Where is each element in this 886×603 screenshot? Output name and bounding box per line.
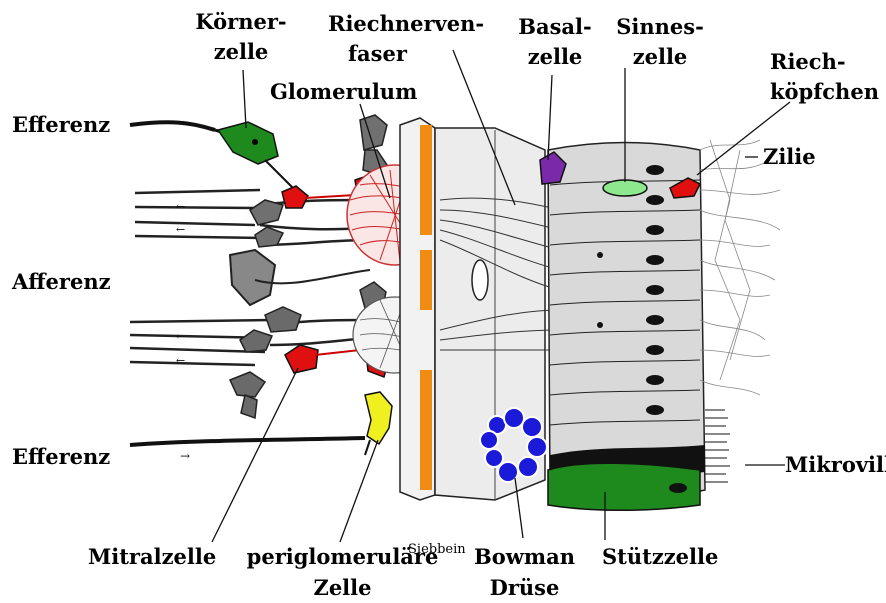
bulb-region: → xyxy=(130,115,392,463)
zilien xyxy=(700,140,780,395)
epithelium xyxy=(540,143,705,511)
svg-text:←: ← xyxy=(176,330,185,343)
label-zilie: Zilie xyxy=(763,145,816,169)
svg-text:←: ← xyxy=(176,223,185,236)
label-mitralzelle: Mitralzelle xyxy=(88,545,216,569)
label-sinneszelle-1: Sinnes- xyxy=(610,15,710,39)
mikrovilli xyxy=(705,410,730,482)
label-koernerzelle-1: Körner- xyxy=(186,10,296,34)
label-afferenz: Afferenz xyxy=(12,270,111,294)
label-basalzelle-1: Basal- xyxy=(510,15,600,39)
svg-text:←: ← xyxy=(176,200,185,213)
label-koernerzelle-2: zelle xyxy=(186,40,296,64)
label-sinneszelle-2: zelle xyxy=(610,45,710,69)
svg-text:→: → xyxy=(180,449,190,463)
svg-text:←: ← xyxy=(176,354,185,367)
label-riechkoepfchen-1: Riech- xyxy=(770,50,846,74)
label-bowman-2: Drüse xyxy=(462,576,587,600)
svg-text:→: → xyxy=(176,116,186,130)
label-glomerulum: Glomerulum xyxy=(270,80,417,104)
central-gray-cell xyxy=(230,250,275,305)
label-riechnervenfaser-2: faser xyxy=(348,42,407,66)
axon-bundle-upper xyxy=(135,190,370,245)
label-riechnervenfaser-1: Riechnerven- xyxy=(328,12,484,36)
label-riechkoepfchen-2: köpfchen xyxy=(770,80,879,104)
mitralzelle-cell xyxy=(285,345,318,373)
mitral-cell-upper xyxy=(282,186,308,208)
sinneszelle-cell xyxy=(603,180,647,196)
label-basalzelle-2: zelle xyxy=(510,45,600,69)
label-stuetzzelle: Stützzelle xyxy=(602,545,718,569)
label-periglomerulaere-1: periglomeruläre xyxy=(240,545,445,569)
label-periglomerulaere-2: Zelle xyxy=(240,576,445,600)
siebbein-plate xyxy=(400,118,545,500)
efferent-fiber-top xyxy=(130,122,215,130)
efferent-fiber-bottom xyxy=(130,438,365,445)
label-efferenz-top: Efferenz xyxy=(12,113,110,137)
label-bowman-1: Bowman xyxy=(462,545,587,569)
label-mikrovilli: Mikrovilli xyxy=(785,453,886,477)
periglomerulaere-cell xyxy=(365,392,392,444)
koernerzelle-cell xyxy=(218,122,278,164)
label-efferenz-bottom: Efferenz xyxy=(12,445,110,469)
